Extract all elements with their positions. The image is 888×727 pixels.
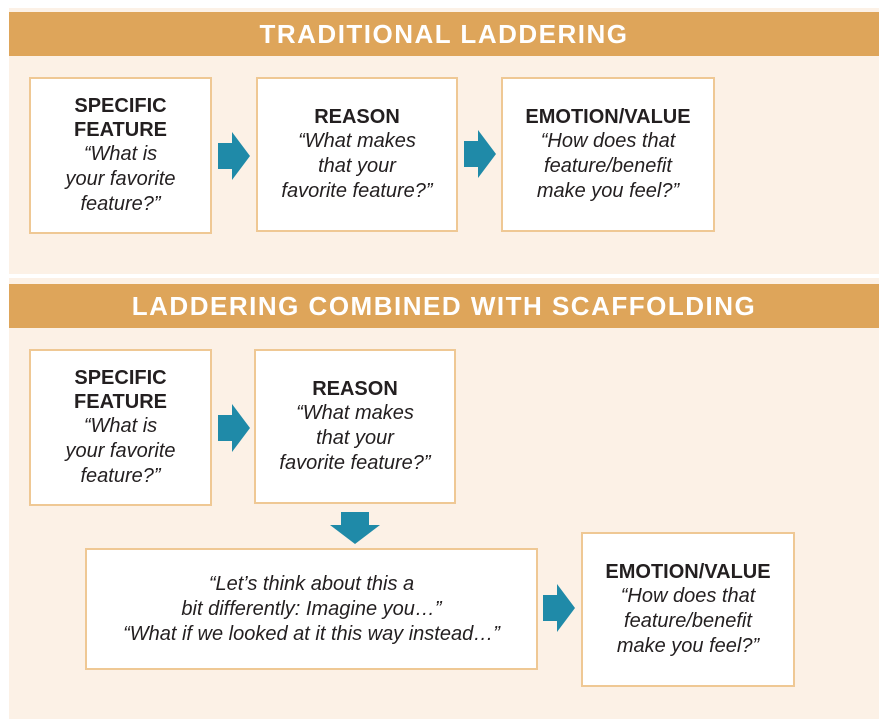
box-heading: REASON (314, 106, 400, 128)
down-arrow-icon (330, 512, 380, 544)
right-arrow-icon (543, 584, 575, 632)
scaffolding-title: LADDERING COMBINED WITH SCAFFOLDING (131, 290, 757, 321)
scaffolding-emotion-box: EMOTION/VALUE “How does that feature/ben… (581, 532, 795, 687)
traditional-reason-box: REASON “What makes that your favorite fe… (256, 77, 458, 232)
box-heading: EMOTION/VALUE (605, 561, 771, 583)
box-heading: REASON (312, 378, 398, 400)
right-arrow-icon (464, 130, 496, 178)
scaffolding-banner: LADDERING COMBINED WITH SCAFFOLDING (9, 284, 879, 328)
traditional-feature-box: SPECIFIC FEATURE “What is your favorite … (29, 77, 212, 234)
scaffolding-prompt-box: “Let’s think about this a bit differentl… (85, 548, 538, 670)
box-heading: SPECIFIC FEATURE (74, 367, 167, 413)
box-heading: SPECIFIC FEATURE (74, 95, 167, 141)
box-question: “How does that feature/benefit make you … (616, 585, 760, 657)
right-arrow-icon (218, 132, 250, 180)
box-question: “What is your favorite feature?” (65, 415, 176, 487)
scaffolding-reason-box: REASON “What makes that your favorite fe… (254, 349, 456, 504)
box-question: “What makes that your favorite feature?” (279, 402, 431, 474)
right-arrow-icon (218, 404, 250, 452)
scaffolding-feature-box: SPECIFIC FEATURE “What is your favorite … (29, 349, 212, 506)
traditional-emotion-box: EMOTION/VALUE “How does that feature/ben… (501, 77, 715, 232)
box-question: “Let’s think about this a bit differentl… (123, 572, 500, 645)
box-question: “What makes that your favorite feature?” (281, 130, 433, 202)
box-question: “What is your favorite feature?” (65, 143, 176, 215)
traditional-banner: TRADITIONAL LADDERING (9, 12, 879, 56)
box-question: “How does that feature/benefit make you … (536, 130, 680, 202)
traditional-title: TRADITIONAL LADDERING (259, 18, 629, 49)
box-heading: EMOTION/VALUE (525, 106, 691, 128)
